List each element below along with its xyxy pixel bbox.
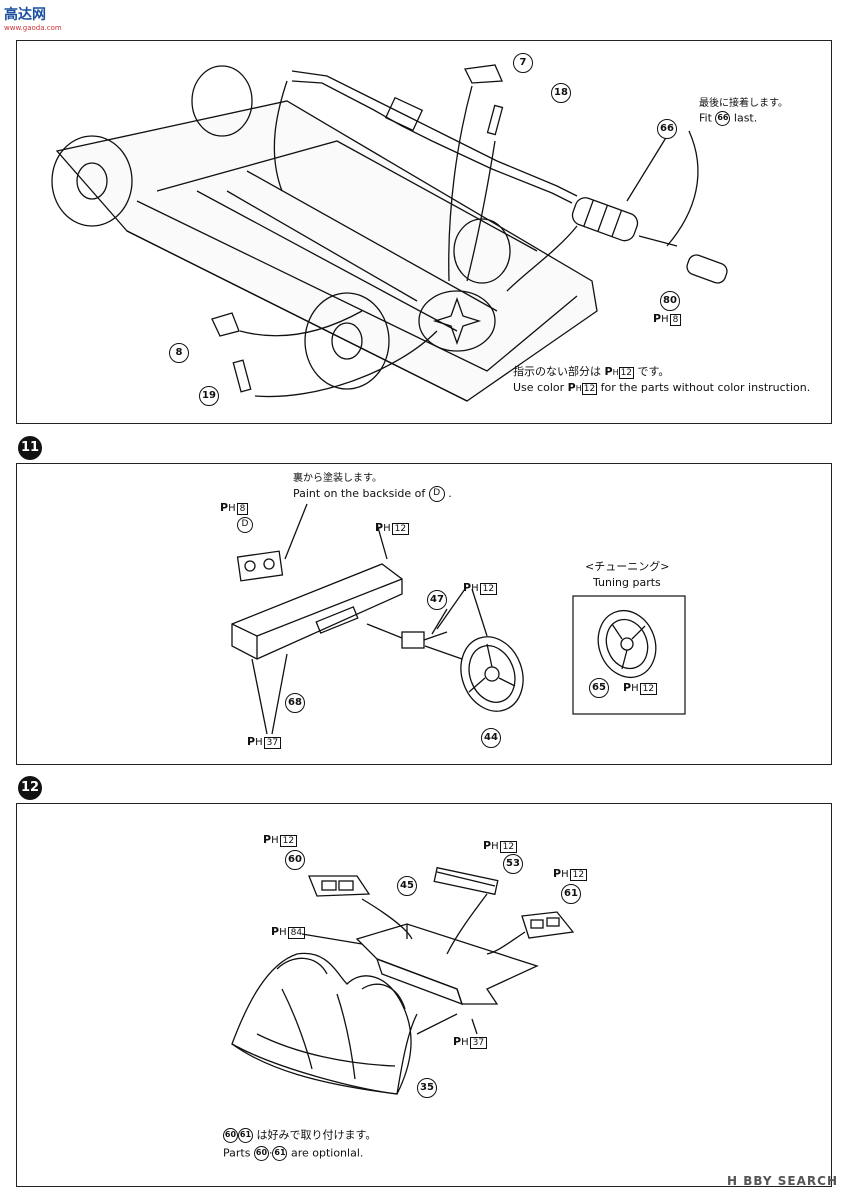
tuning-en: Tuning parts bbox=[593, 576, 661, 589]
part-61-label: 61 bbox=[561, 884, 581, 904]
chassis-drawing bbox=[51, 64, 728, 402]
step-12-badge: 12 bbox=[18, 776, 42, 800]
part-47-label: 47 bbox=[427, 590, 447, 610]
part-44-label: 44 bbox=[481, 728, 501, 748]
tuning-jp: <チューニング> bbox=[585, 560, 670, 573]
part-8-label: 8 bbox=[169, 343, 189, 363]
part-68-label: 68 bbox=[285, 693, 305, 713]
part-18-label: 18 bbox=[551, 83, 571, 103]
part-66-label: 66 bbox=[657, 119, 677, 139]
part-35-label: 35 bbox=[417, 1078, 437, 1098]
rear-seat-drawing bbox=[231, 866, 575, 1095]
fit-last-en: Fit 66 last. bbox=[699, 111, 758, 126]
part-80-label: 80 bbox=[660, 291, 680, 311]
part-60-label: 60 bbox=[285, 850, 305, 870]
optional-note-en: Parts 60·61 are optionlal. bbox=[223, 1146, 364, 1161]
paint-backside-en: Paint on the backside of D . bbox=[293, 486, 452, 502]
part-65-label: 65 bbox=[589, 678, 609, 698]
step-11-panel: 裏から塗装します。 Paint on the backside of D . P… bbox=[16, 463, 832, 765]
fit-last-jp: 最後に接着します。 bbox=[699, 98, 788, 109]
part-d-label: D bbox=[237, 517, 253, 533]
part-7-label: 7 bbox=[513, 53, 533, 73]
part-53-label: 53 bbox=[503, 854, 523, 874]
hobby-search-watermark: H BBY SEARCH bbox=[727, 1174, 838, 1188]
part-45-label: 45 bbox=[397, 876, 417, 896]
paint-backside-jp: 裏から塗装します。 bbox=[293, 473, 382, 484]
step-11-badge: 11 bbox=[18, 436, 42, 460]
part-19-label: 19 bbox=[199, 386, 219, 406]
dashboard-drawing bbox=[231, 503, 686, 735]
